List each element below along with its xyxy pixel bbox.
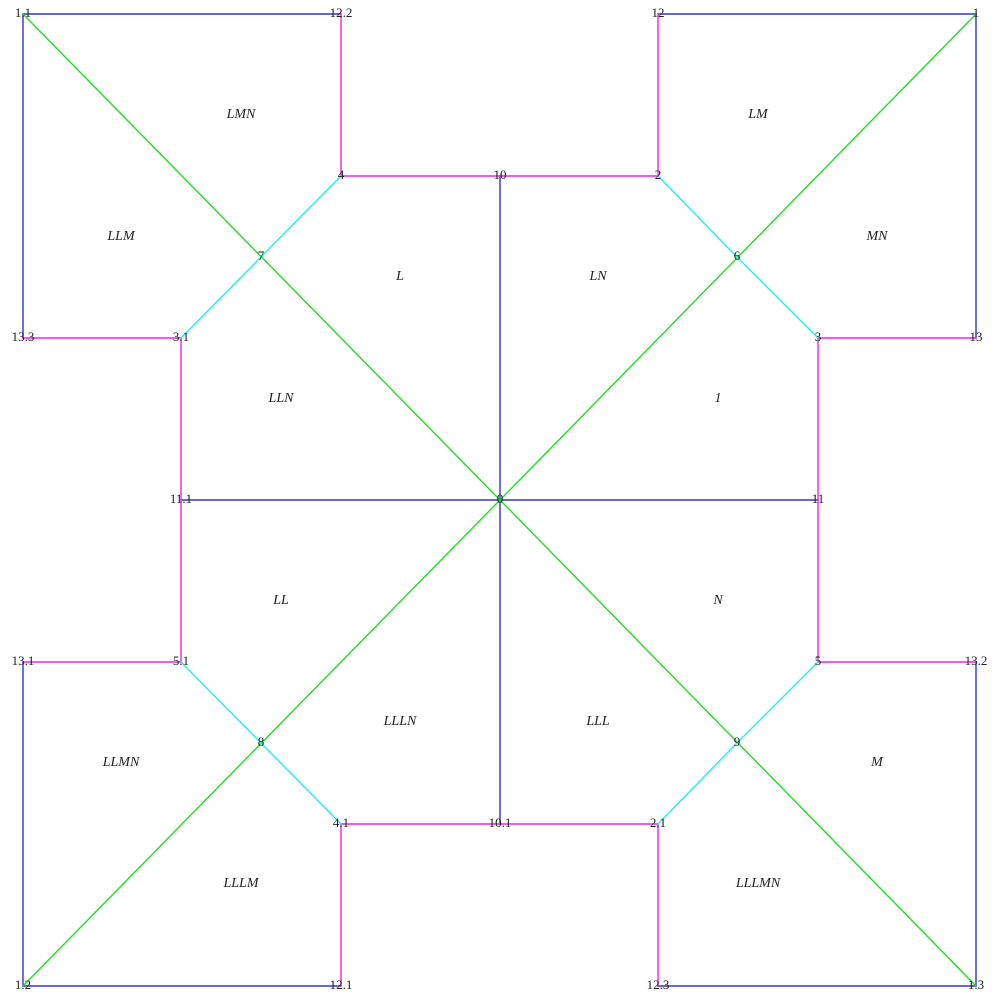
vertex-label-12.2: 12.2 (330, 5, 353, 20)
vertex-label-4.1: 4.1 (333, 815, 349, 830)
edges-layer (22, 13, 977, 987)
region-label-LL: LL (272, 593, 289, 608)
vertex-label-6: 6 (734, 248, 741, 263)
region-label-LLL: LLL (585, 714, 610, 729)
vertex-label-13.3: 13.3 (12, 329, 35, 344)
vertex-label-2.1: 2.1 (650, 815, 666, 830)
vertex-label-3: 3 (815, 329, 822, 344)
region-label-LLLMN: LLLMN (735, 876, 781, 891)
region-label-LLMN: LLMN (102, 755, 140, 770)
vertex-label-12.1: 12.1 (330, 977, 353, 992)
region-label-MN: MN (866, 229, 889, 244)
vertex-label-4: 4 (338, 167, 345, 182)
edge-8-4.1 (260, 742, 342, 825)
vertex-label-11: 11 (812, 491, 825, 506)
vertex-label-1.3: 1.3 (968, 977, 984, 992)
vertex-label-11.1: 11.1 (170, 491, 192, 506)
region-label-N: N (712, 593, 723, 608)
edge-5-9 (736, 661, 819, 744)
vertex-label-0: 0 (497, 491, 504, 506)
vertex-label-7: 7 (258, 248, 265, 263)
vertex-label-1: 1 (973, 5, 980, 20)
region-label-LM: LM (747, 107, 769, 122)
edge-9-2.1 (657, 742, 738, 825)
edge-4-7 (260, 175, 342, 258)
vertex-label-1.2: 1.2 (15, 977, 31, 992)
vertex-label-9: 9 (734, 734, 741, 749)
region-label-LMN: LMN (226, 107, 256, 122)
vertex-label-13: 13 (970, 329, 983, 344)
edge-0-1 (499, 13, 977, 501)
region-label-LLN: LLN (268, 391, 295, 406)
vertex-label-12: 12 (652, 5, 665, 20)
vertex-label-5: 5 (815, 653, 822, 668)
region-label-LN: LN (588, 269, 607, 284)
vertex-label-10: 10 (494, 167, 507, 182)
region-label-1: 1 (715, 391, 722, 406)
vertex-label-5.1: 5.1 (173, 653, 189, 668)
edge-5.1-8 (180, 661, 262, 744)
vertex-label-1.1: 1.1 (15, 5, 31, 20)
vertex-label-8: 8 (258, 734, 265, 749)
region-label-LLM: LLM (106, 229, 136, 244)
region-label-L: L (395, 269, 404, 284)
edge-7-3.1 (180, 256, 262, 339)
edge-0-1.3 (499, 499, 977, 987)
region-label-LLLM: LLLM (222, 876, 259, 891)
vertex-label-2: 2 (655, 167, 662, 182)
vertex-label-10.1: 10.1 (489, 815, 512, 830)
edge-6-3 (736, 256, 819, 339)
region-label-M: M (870, 755, 884, 770)
edge-2-6 (657, 175, 738, 258)
vertex-label-13.1: 13.1 (12, 653, 35, 668)
region-label-LLLN: LLLN (383, 714, 417, 729)
vertex-label-13.2: 13.2 (965, 653, 988, 668)
vertex-label-12.3: 12.3 (647, 977, 670, 992)
vertex-label-3.1: 3.1 (173, 329, 189, 344)
